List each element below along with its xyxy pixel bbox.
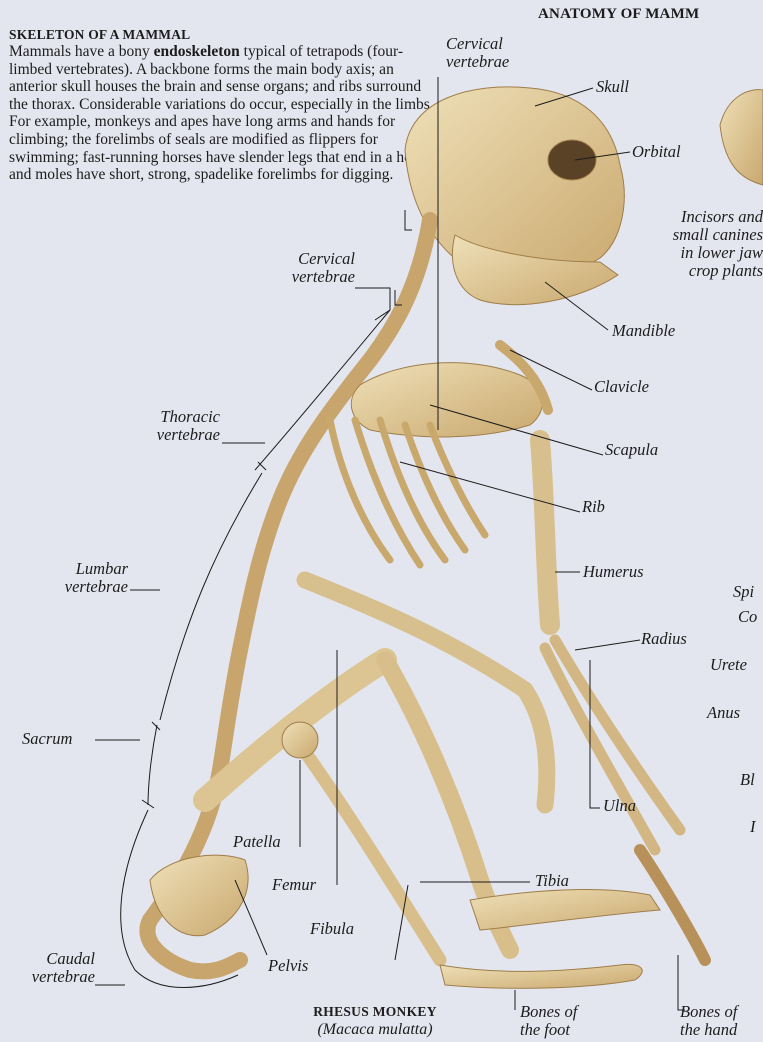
edge-label-urete: Urete bbox=[710, 656, 747, 674]
edge-label-anus: Anus bbox=[707, 704, 740, 722]
label-rib: Rib bbox=[582, 498, 605, 516]
label-clavicle: Clavicle bbox=[594, 378, 649, 396]
edge-label-i: I bbox=[750, 818, 756, 836]
label-sacrum: Sacrum bbox=[22, 730, 72, 748]
caption-species: (Macaca mulatta) bbox=[275, 1021, 475, 1039]
edge-label-spi: Spi bbox=[733, 583, 754, 601]
label-ulna: Ulna bbox=[603, 797, 636, 815]
label-tibia: Tibia bbox=[535, 872, 569, 890]
label-scapula: Scapula bbox=[605, 441, 658, 459]
label-femur: Femur bbox=[272, 876, 316, 894]
edge-label-co: Co bbox=[738, 608, 757, 626]
label-humerus: Humerus bbox=[583, 563, 644, 581]
label-patella: Patella bbox=[233, 833, 281, 851]
edge-label-bl: Bl bbox=[740, 771, 755, 789]
label-orbital: Orbital bbox=[632, 143, 681, 161]
label-mandible: Mandible bbox=[612, 322, 675, 340]
figure-caption: RHESUS MONKEY (Macaca mulatta) bbox=[275, 1003, 475, 1039]
label-fibula: Fibula bbox=[310, 920, 354, 938]
label-skull: Skull bbox=[596, 78, 629, 96]
caption-title: RHESUS MONKEY bbox=[275, 1003, 475, 1021]
label-pelvis: Pelvis bbox=[268, 957, 308, 975]
label-radius: Radius bbox=[641, 630, 687, 648]
